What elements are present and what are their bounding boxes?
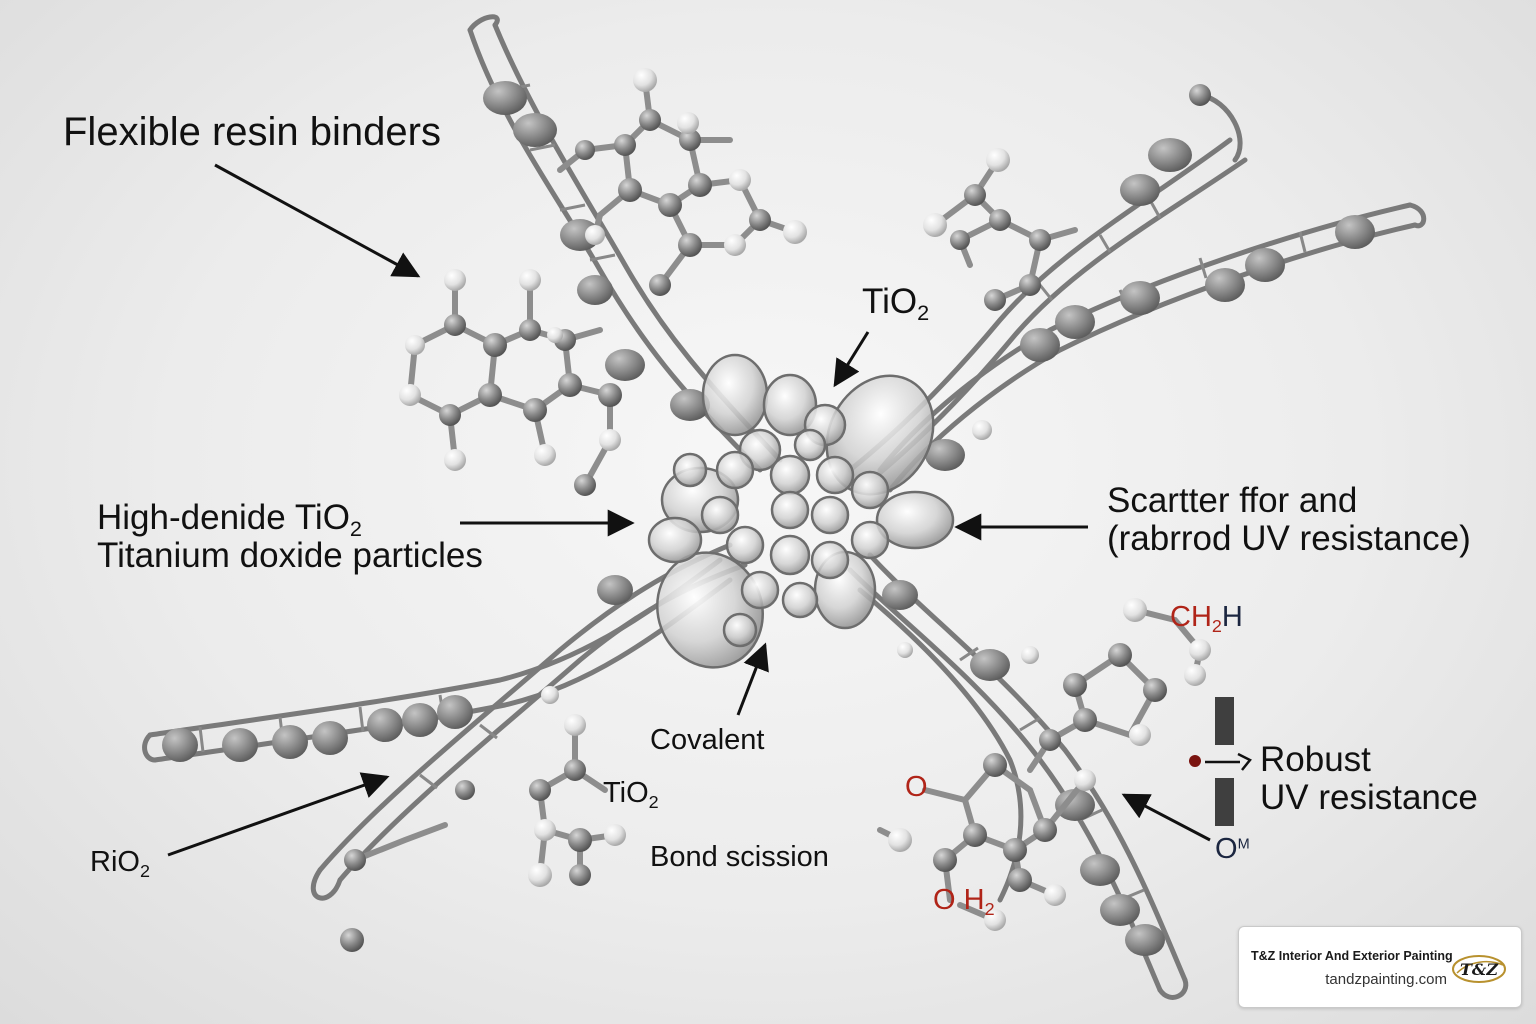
tio2-crystal-cluster (647, 353, 955, 669)
arrow-tio2-top (833, 331, 870, 388)
watermark-company: T&Z Interior And Exterior Painting (1251, 949, 1453, 963)
label-scatter-line2: (rabrrod UV resistance) (1107, 519, 1471, 558)
company-logo-icon: T&Z (1452, 955, 1506, 983)
label-high-denide-line2: Titanium doxide particles (97, 536, 483, 575)
label-robust-line2: UV resistance (1260, 778, 1478, 817)
annotation-arrows (167, 163, 1211, 857)
label-covalent: Covalent (650, 724, 765, 756)
label-atom-o-upper: O (905, 771, 928, 803)
svg-text:T&Z: T&Z (1460, 960, 1499, 979)
arrow-flexible-resin (214, 163, 421, 278)
label-om: OM (1215, 833, 1250, 865)
label-rio2: RiO2 (90, 846, 150, 881)
uv-resistance-indicator (1189, 697, 1252, 826)
molecule-atoms (340, 68, 1211, 952)
label-robust-line1: Robust (1260, 740, 1371, 779)
label-flexible-resin: Flexible resin binders (63, 110, 441, 154)
label-bond-scission: Bond scission (650, 841, 829, 873)
label-tio2-lower: TiO2 (603, 777, 659, 812)
arrow-rio2 (167, 772, 390, 857)
watermark-badge: T&Z Interior And Exterior Painting tandz… (1238, 926, 1522, 1008)
label-high-denide-line1: High-denide TiO2 (97, 498, 362, 541)
watermark-url: tandzpainting.com (1325, 971, 1447, 988)
arrow-covalent (736, 642, 769, 716)
arrow-om (1121, 793, 1211, 842)
label-oh2: O H2 (933, 884, 995, 919)
label-tio2-top: TiO2 (862, 282, 930, 325)
label-scatter-line1: Scartter ffor and (1107, 481, 1358, 520)
strand-beads (162, 81, 1375, 956)
label-ch2h: CH2H (1170, 601, 1243, 636)
